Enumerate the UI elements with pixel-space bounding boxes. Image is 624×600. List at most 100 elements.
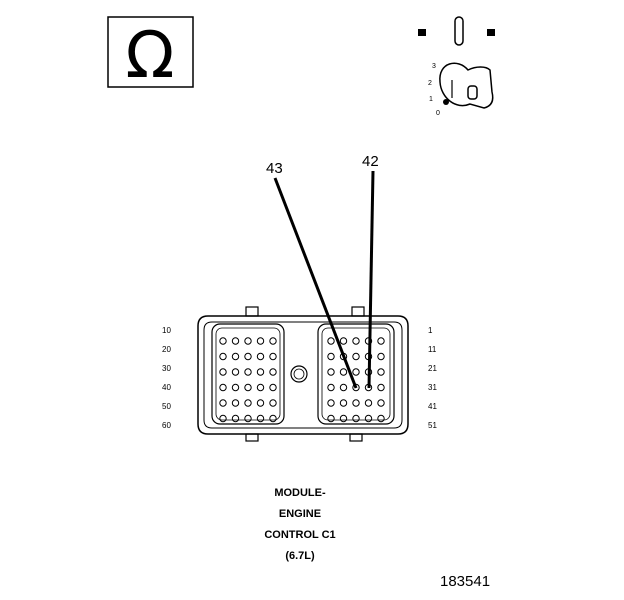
probe-line-43 <box>273 177 358 389</box>
pin-cavity-left-inner <box>215 327 281 421</box>
connector-pin <box>352 399 360 407</box>
connector-pin <box>364 337 373 345</box>
probe-callout-42: 42 <box>362 153 379 389</box>
connector-pin <box>244 399 252 407</box>
connector-pin <box>269 414 277 423</box>
connector-pin <box>364 399 373 407</box>
row-label: 20 <box>162 345 171 354</box>
row-label: 60 <box>162 421 171 430</box>
key-position-3: 3 <box>432 63 436 70</box>
connector-pin <box>327 337 335 345</box>
connector-pin <box>339 399 348 407</box>
key-position-1: 1 <box>429 96 433 103</box>
connector-pin <box>219 337 227 345</box>
row-label: 1 <box>428 326 433 335</box>
connector-pin <box>364 352 373 361</box>
pin-grid-left <box>219 337 277 423</box>
row-label: 41 <box>428 402 437 411</box>
connector-pin <box>256 399 265 407</box>
connector-pin <box>377 399 385 407</box>
caption-line-2: ENGINE <box>278 508 322 520</box>
pin-cavity-left <box>211 323 285 425</box>
connector-pin <box>339 368 348 376</box>
connector-c1 <box>197 306 409 442</box>
connector-shell-inner <box>203 321 403 429</box>
connector-pin <box>219 368 227 376</box>
key-position-0: 0 <box>436 110 440 117</box>
key-dash-right <box>487 29 495 36</box>
connector-pin <box>269 368 277 376</box>
center-post <box>290 365 308 383</box>
caption-line-1: MODULE- <box>274 487 326 499</box>
connector-pin <box>231 368 240 376</box>
latch-tab <box>351 306 365 317</box>
connector-pin <box>219 414 227 423</box>
connector-pin <box>269 383 277 392</box>
caption-line-3: CONTROL C1 <box>264 529 336 541</box>
ohm-symbol: Ω <box>126 19 175 93</box>
callout-label-42: 42 <box>362 153 379 170</box>
connector-pin <box>377 383 385 392</box>
row-label: 11 <box>428 345 437 354</box>
key-dash-left <box>418 29 426 36</box>
connector-pin <box>352 414 360 423</box>
connector-pin <box>364 414 373 423</box>
connector-pin <box>256 337 265 345</box>
key-slot <box>454 16 464 46</box>
connector-pin <box>327 414 335 423</box>
ignition-key-icon: 3 2 1 0 <box>418 16 495 117</box>
connector-pin <box>244 368 252 376</box>
connector-pin <box>244 383 252 392</box>
connector-pin <box>244 337 252 345</box>
row-label: 40 <box>162 383 171 392</box>
connector-pin <box>327 352 335 361</box>
connector-pin <box>219 352 227 361</box>
connector-pin <box>339 337 348 345</box>
row-label: 10 <box>162 326 171 335</box>
connector-pin <box>377 352 385 361</box>
connector-pin <box>231 414 240 423</box>
caption-line-4: (6.7L) <box>285 550 315 562</box>
connector-pin <box>377 368 385 376</box>
pin-grid-right <box>327 337 385 423</box>
key-position-2: 2 <box>428 80 432 87</box>
connector-pin <box>352 337 360 345</box>
ohmmeter-icon: Ω <box>107 16 194 93</box>
connector-pin <box>269 337 277 345</box>
connector-pin <box>256 383 265 392</box>
connector-pin <box>377 414 385 423</box>
connector-pin <box>377 337 385 345</box>
row-labels-right: 1 11 21 31 41 51 <box>428 326 437 430</box>
key-head <box>439 62 494 109</box>
connector-pin <box>352 352 360 361</box>
connector-pin <box>256 352 265 361</box>
callout-label-43: 43 <box>266 160 283 177</box>
connector-pin <box>244 352 252 361</box>
connector-pin <box>231 399 240 407</box>
connector-pin <box>231 352 240 361</box>
connector-pin <box>339 352 348 361</box>
connector-pin <box>231 337 240 345</box>
connector-pin <box>269 399 277 407</box>
row-label: 31 <box>428 383 437 392</box>
connector-pin <box>364 383 373 392</box>
row-label: 30 <box>162 364 171 373</box>
probe-line-42 <box>367 170 375 389</box>
connector-pin <box>244 414 252 423</box>
center-post-inner <box>293 368 305 380</box>
connector-pin <box>219 383 227 392</box>
pin-cavity-right <box>317 323 395 425</box>
latch-tab <box>245 306 259 317</box>
connector-pin <box>352 368 360 376</box>
row-labels-left: 10 20 30 40 50 60 <box>162 326 171 430</box>
connector-pin <box>352 383 360 392</box>
connector-pin <box>269 352 277 361</box>
connector-shell <box>197 315 409 435</box>
figure-number: 183541 <box>440 573 491 590</box>
connector-pin <box>256 414 265 423</box>
connector-pin <box>327 399 335 407</box>
connector-pin <box>256 368 265 376</box>
row-label: 51 <box>428 421 437 430</box>
connector-pin <box>327 383 335 392</box>
